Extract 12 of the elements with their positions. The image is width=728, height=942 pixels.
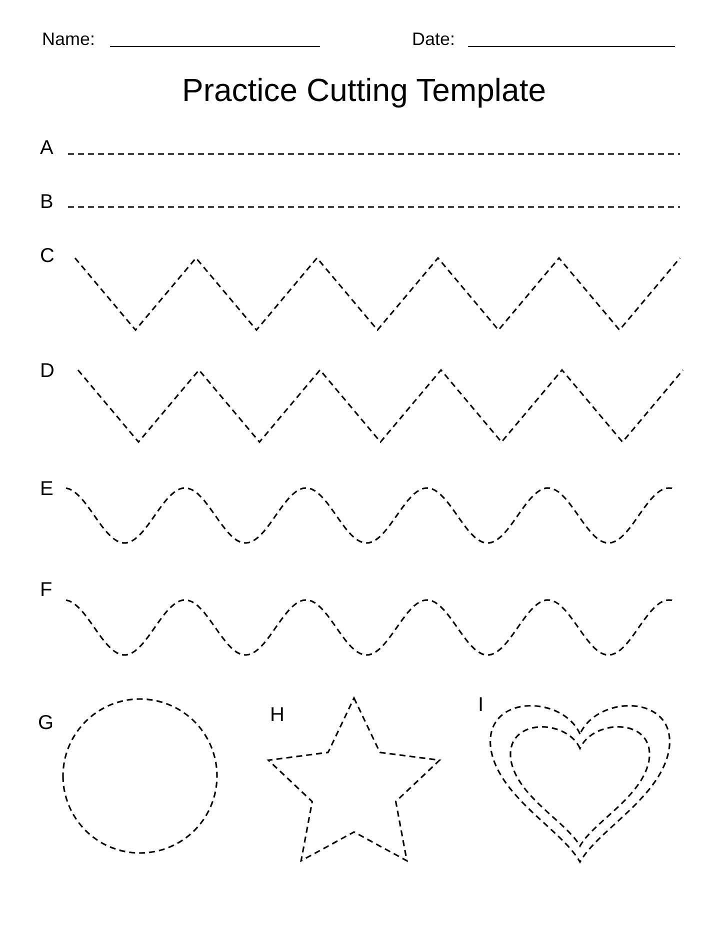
- name-label: Name:: [42, 30, 96, 48]
- row-letter: A: [40, 138, 54, 158]
- date-label: Date:: [412, 30, 456, 48]
- worksheet-title: Practice Cutting Template: [180, 74, 548, 106]
- shape-letter: G: [38, 713, 54, 733]
- shape-letter: H: [270, 705, 284, 725]
- row-letter: B: [40, 192, 54, 212]
- row-letter: C: [40, 246, 54, 266]
- row-letter: F: [40, 580, 52, 600]
- row-letter: D: [40, 361, 54, 381]
- row-letter: E: [40, 479, 54, 499]
- shape-letter: I: [478, 695, 484, 715]
